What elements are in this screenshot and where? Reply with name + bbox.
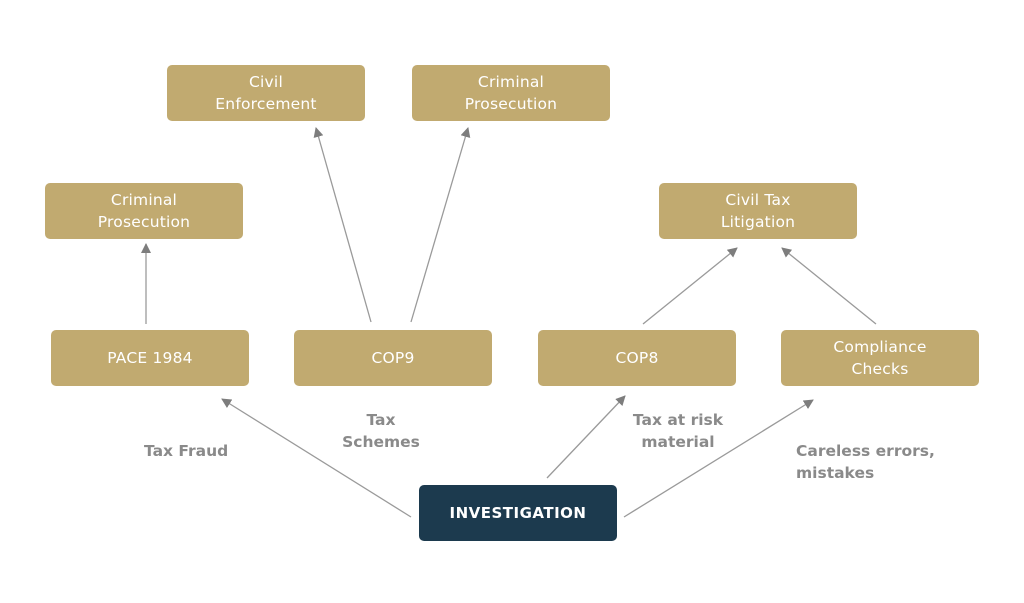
label-tax-fraud: Tax Fraud <box>144 442 229 460</box>
arrow-investigation-to-pace <box>221 398 412 518</box>
label-careless-errors: Careless errors, mistakes <box>796 442 935 482</box>
node-cop8: COP8 <box>538 330 736 386</box>
label-tax-schemes: Tax Schemes <box>342 411 420 451</box>
node-criminal-prosecution-top: Criminal Prosecution <box>412 65 610 121</box>
node-civil-enforcement: Civil Enforcement <box>167 65 365 121</box>
node-compliance-checks: Compliance Checks <box>781 330 979 386</box>
node-investigation: INVESTIGATION <box>419 485 617 541</box>
node-cop9: COP9 <box>294 330 492 386</box>
arrow-cop9-to-civil-enforcement <box>313 127 372 323</box>
node-civil-tax-litigation: Civil Tax Litigation <box>659 183 857 239</box>
arrow-investigation-to-compliance <box>623 399 814 518</box>
arrow-cop9-to-criminal-prosecution <box>410 127 471 323</box>
arrow-compliance-to-civil-tax <box>781 247 877 325</box>
node-pace-1984: PACE 1984 <box>51 330 249 386</box>
arrow-investigation-to-cop8 <box>546 395 626 479</box>
node-criminal-prosecution-left: Criminal Prosecution <box>45 183 243 239</box>
arrow-cop8-to-civil-tax <box>642 247 738 325</box>
label-tax-at-risk-material: Tax at risk material <box>632 411 724 451</box>
